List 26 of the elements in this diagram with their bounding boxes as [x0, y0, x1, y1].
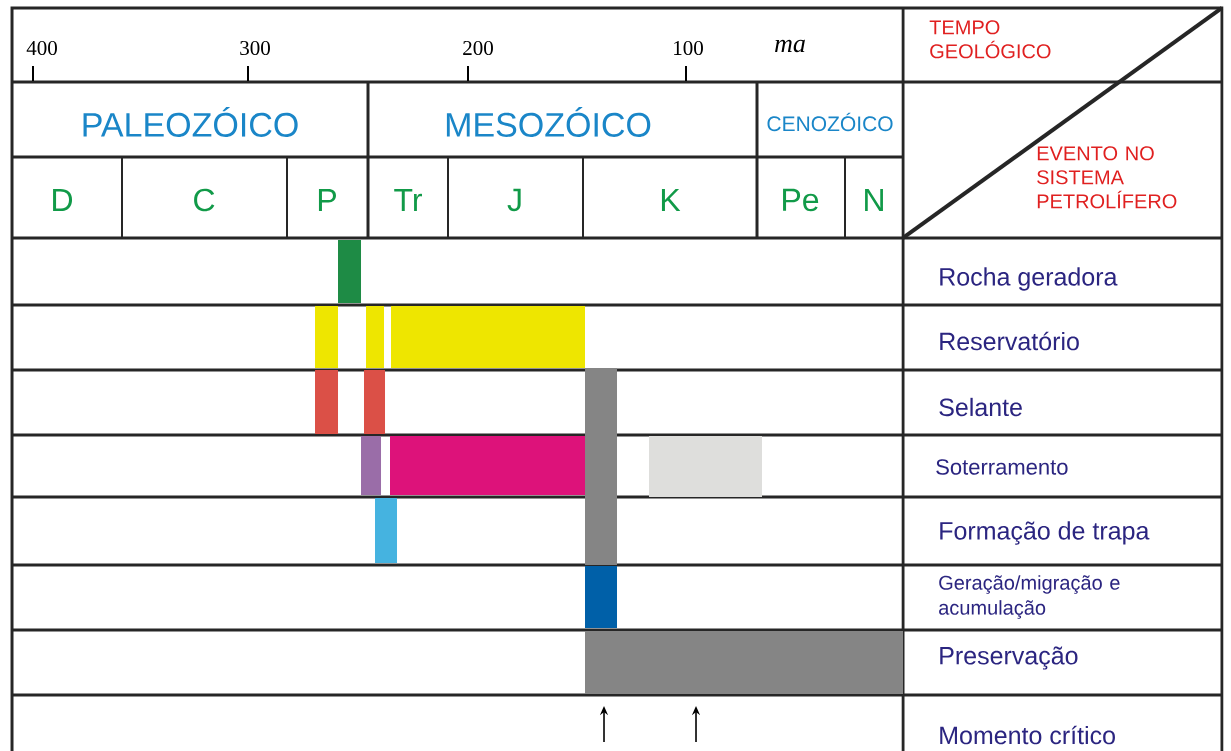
- period-label: N: [865, 189, 883, 211]
- tick-label: 100: [674, 40, 703, 56]
- event-label: Momento crítico: [940, 725, 1115, 745]
- event-label: Reservatório: [940, 331, 1079, 351]
- event-label: Soterramento: [936, 459, 1068, 475]
- period-label: P: [318, 189, 336, 211]
- event-label: Formação de trapa: [940, 521, 1150, 545]
- period-label: Pe: [783, 188, 819, 212]
- tick-label: 300: [240, 40, 270, 56]
- period-label: Tr: [394, 189, 422, 211]
- period-label: K: [661, 189, 681, 211]
- era-label: PALEOZÓICO: [83, 107, 298, 137]
- event-label: Rocha geradora: [940, 267, 1118, 291]
- unit-label: ma: [775, 39, 805, 53]
- period-label: D: [53, 189, 73, 211]
- era-label: MESOZÓICO: [446, 107, 651, 137]
- period-label: C: [194, 188, 215, 212]
- era-label: CENOZÓICO: [767, 112, 893, 132]
- event-label: Geração/migração e acumulação: [939, 575, 1120, 619]
- header-label: TEMPO GEOLÓGICO: [929, 20, 1051, 59]
- header-label: EVENTO NO SISTEMA PETROLÍFERO: [1037, 146, 1177, 209]
- tick-label: 400: [26, 40, 57, 56]
- tick-label: 200: [463, 40, 493, 56]
- event-label: Preservação: [940, 646, 1078, 670]
- period-label: J: [507, 188, 521, 212]
- event-label: Selante: [939, 397, 1022, 417]
